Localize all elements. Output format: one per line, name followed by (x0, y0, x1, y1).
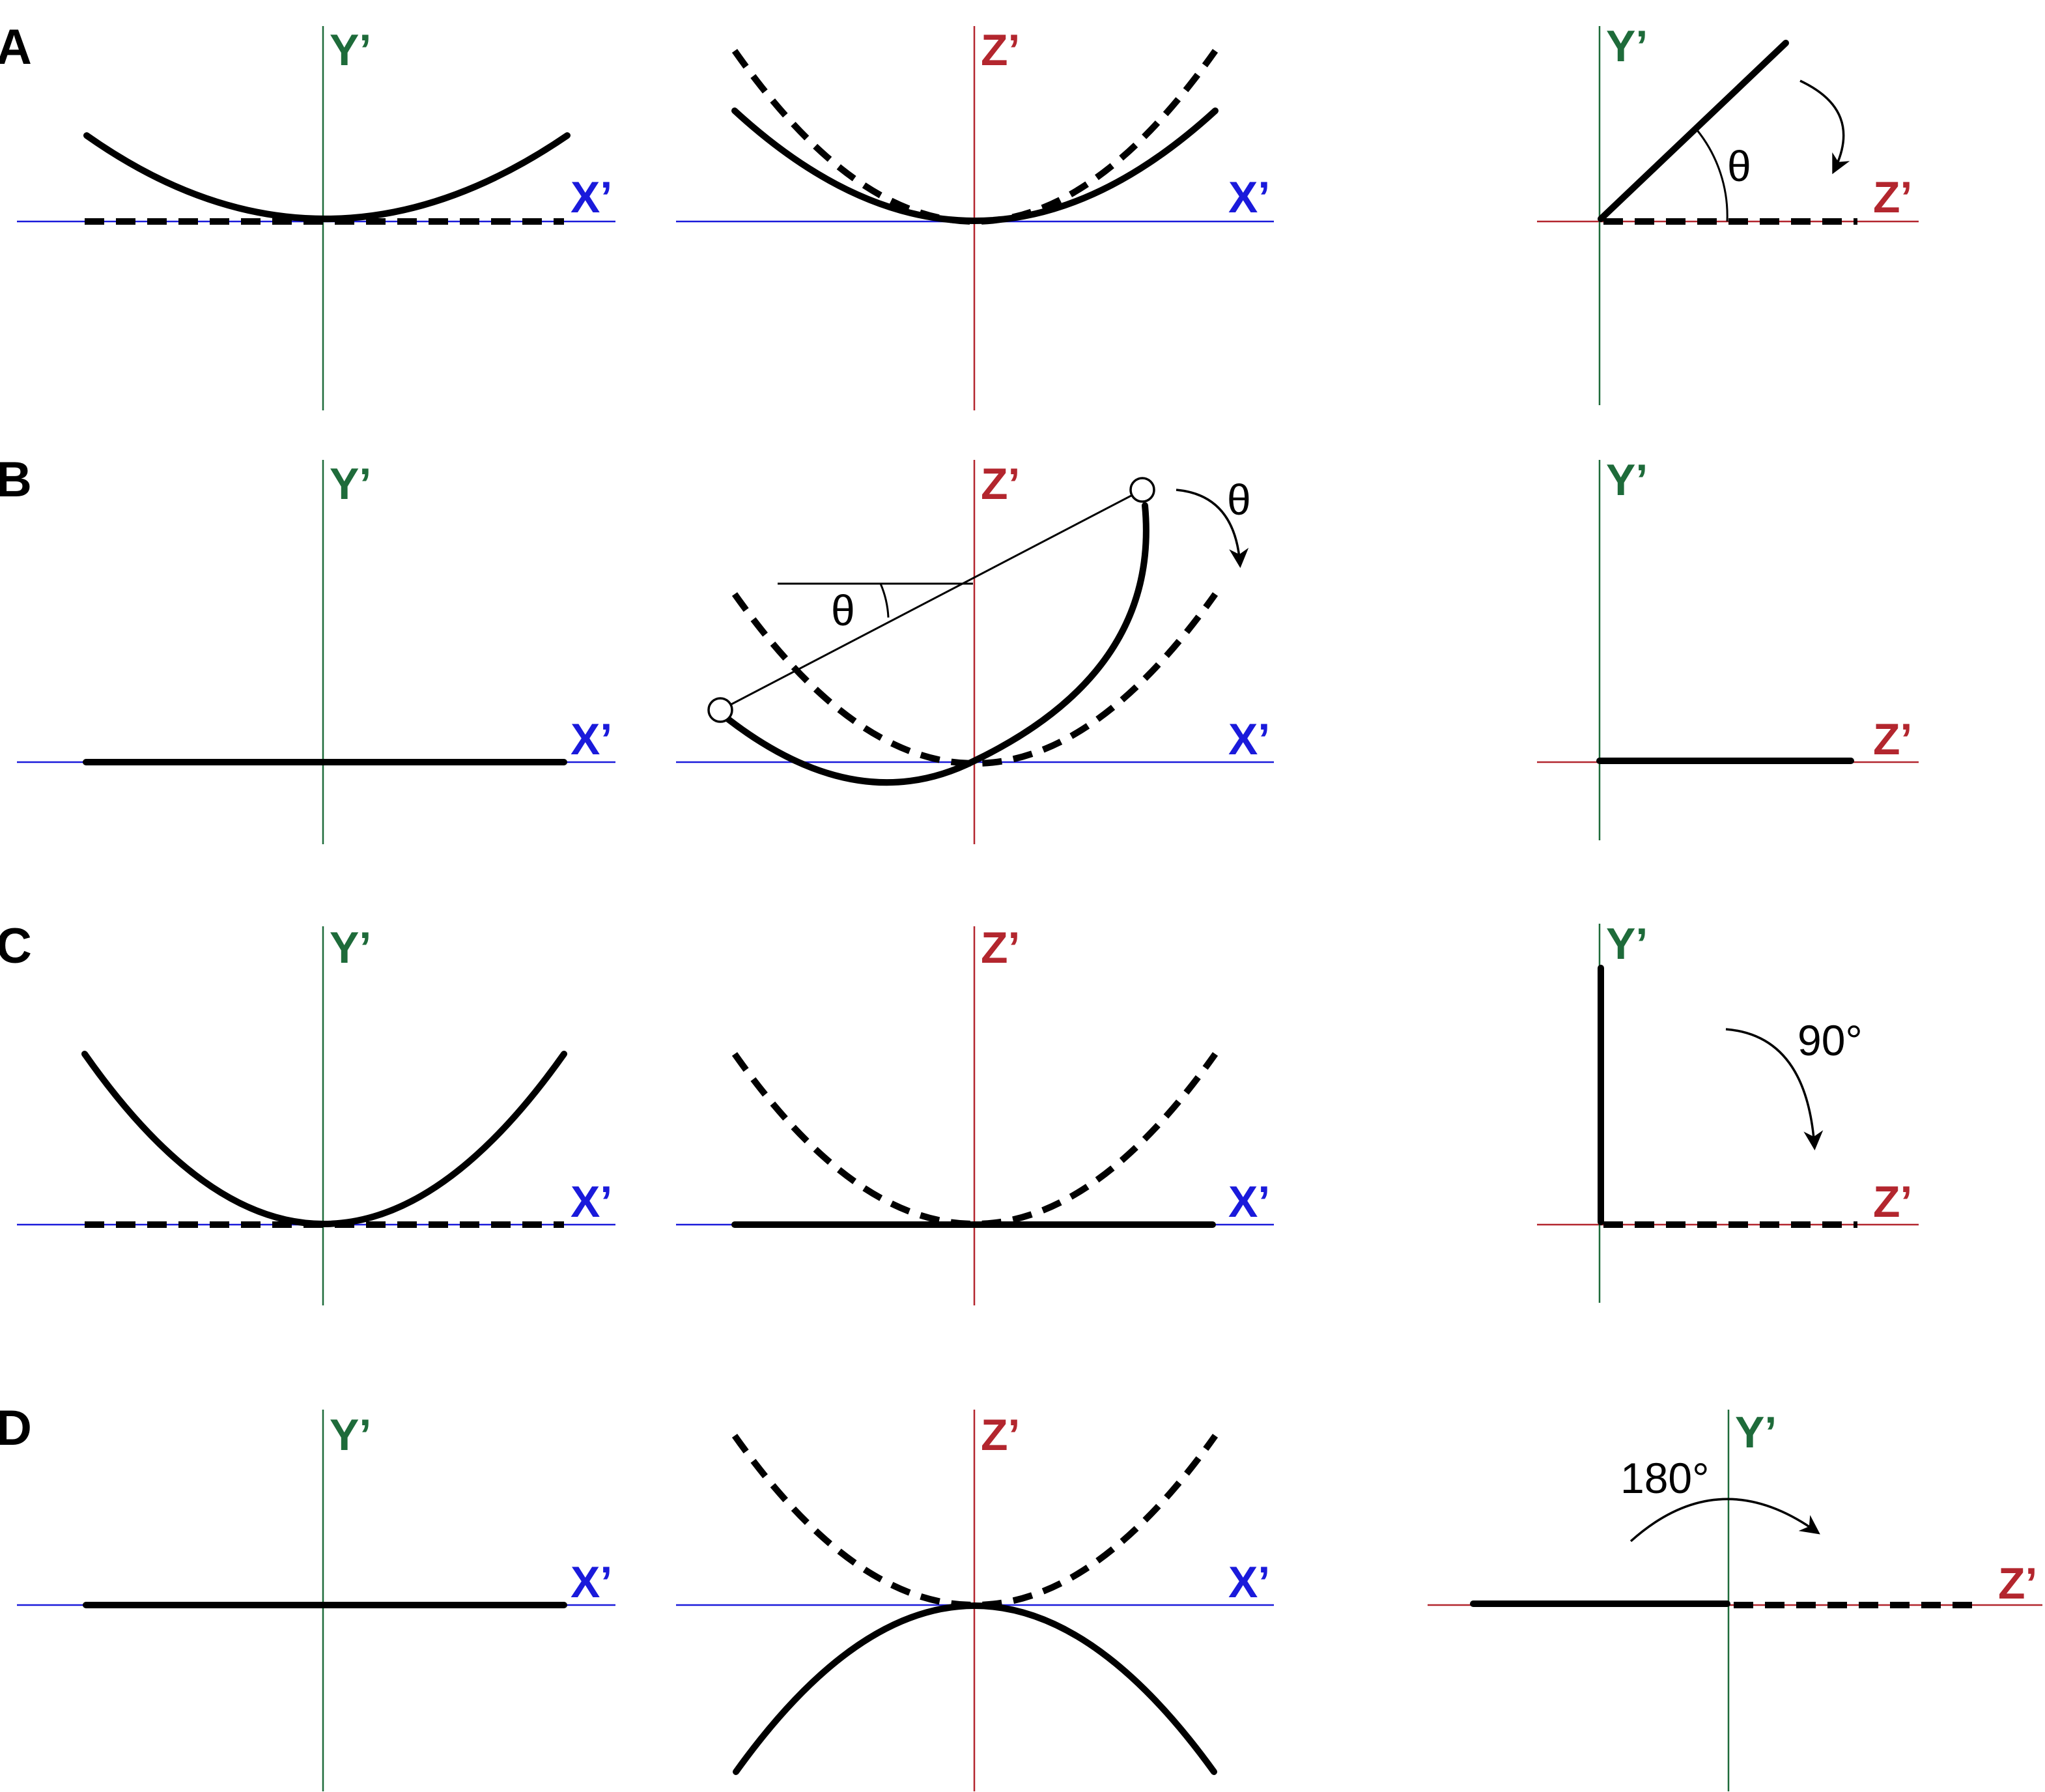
panel-letter-b: B (0, 452, 32, 507)
y-axis-label: Y’ (330, 459, 371, 509)
z-axis-label: Z’ (1873, 715, 1912, 764)
y-axis-label: Y’ (1606, 919, 1648, 969)
endpoint-left (707, 697, 733, 723)
endpoint-right (1129, 477, 1155, 503)
solid-strand (725, 502, 1149, 786)
x-axis-label: X’ (1228, 1557, 1270, 1607)
y-axis-label: Y’ (1606, 455, 1648, 505)
rotation-arrow (1629, 1498, 1820, 1543)
y-axis-label: Y’ (1606, 21, 1648, 71)
z-axis-label: Z’ (1998, 1559, 2037, 1608)
solid-strand (83, 132, 571, 222)
panel-b-xy-view: Y’ X’ (17, 459, 615, 844)
y-axis-label: Y’ (330, 923, 371, 973)
panel-a-zx-view: Z’ X’ (676, 25, 1274, 410)
panel-letter-d: D (0, 1401, 32, 1456)
x-axis-label: X’ (571, 173, 612, 222)
angle-arc (879, 583, 890, 618)
y-axis-label: Y’ (330, 1410, 371, 1460)
dashed-strand (731, 592, 1219, 767)
angle-label-outer: θ (1227, 476, 1251, 524)
x-axis-label: X’ (1228, 715, 1270, 764)
angle-label-inner: θ (831, 586, 855, 634)
panel-c: C Y’ X’ Z’ X’ Y’ Z’ 90° (0, 918, 1919, 1305)
panel-d-xy-view: Y’ X’ (17, 1410, 615, 1791)
panel-b: B Y’ X’ Z’ X’ θ θ (0, 452, 1919, 844)
solid-strand (1598, 40, 1789, 222)
angle-label: 90° (1798, 1016, 1863, 1064)
panel-c-yz-view: Y’ Z’ 90° (1537, 919, 1919, 1303)
x-axis-label: X’ (1228, 1177, 1270, 1227)
dashed-strand (731, 49, 1219, 225)
panel-b-zx-view: Z’ X’ θ θ (676, 459, 1274, 844)
y-axis-label: Y’ (330, 25, 371, 75)
panel-a: A Y’ X’ Z’ X’ Y’ Z’ θ (0, 20, 1919, 410)
z-axis-label: Z’ (1873, 173, 1912, 222)
panel-d-yz-view: Y’ Z’ 180° (1428, 1408, 2042, 1791)
z-axis-label: Z’ (981, 1410, 1020, 1460)
angle-label: θ (1727, 142, 1751, 190)
x-axis-label: X’ (571, 715, 612, 764)
solid-strand (731, 107, 1219, 224)
z-axis-label: Z’ (981, 25, 1020, 75)
panel-d-zx-view: Z’ X’ (676, 1410, 1274, 1791)
x-axis-label: X’ (571, 1177, 612, 1227)
panel-b-yz-view: Y’ Z’ (1537, 455, 1919, 840)
solid-strand (733, 1602, 1217, 1775)
z-axis-label: Z’ (981, 459, 1020, 509)
chord-line (720, 489, 1143, 711)
panel-c-zx-view: Z’ X’ (676, 923, 1274, 1305)
angle-arc (1696, 130, 1728, 222)
panel-c-xy-view: Y’ X’ (17, 923, 615, 1305)
panel-letter-a: A (0, 20, 32, 75)
angle-label: 180° (1620, 1454, 1710, 1502)
rotation-arrow (1176, 489, 1249, 568)
panel-d: D Y’ X’ Z’ X’ Y’ Z’ 180° (0, 1401, 2042, 1791)
z-axis-label: Z’ (981, 923, 1020, 973)
y-axis-label: Y’ (1735, 1408, 1777, 1457)
solid-strand (81, 1051, 567, 1227)
x-axis-label: X’ (571, 1557, 612, 1607)
rotation-arrow (1725, 1028, 1824, 1150)
z-axis-label: Z’ (1873, 1177, 1912, 1227)
panel-a-yz-view: Y’ Z’ θ (1537, 21, 1919, 405)
dashed-strand (731, 1434, 1219, 1608)
dashed-strand (731, 1052, 1219, 1227)
rotation-arrow (1799, 79, 1850, 175)
x-axis-label: X’ (1228, 173, 1270, 222)
panel-a-xy-view: Y’ X’ (17, 25, 615, 410)
panel-letter-c: C (0, 918, 32, 974)
